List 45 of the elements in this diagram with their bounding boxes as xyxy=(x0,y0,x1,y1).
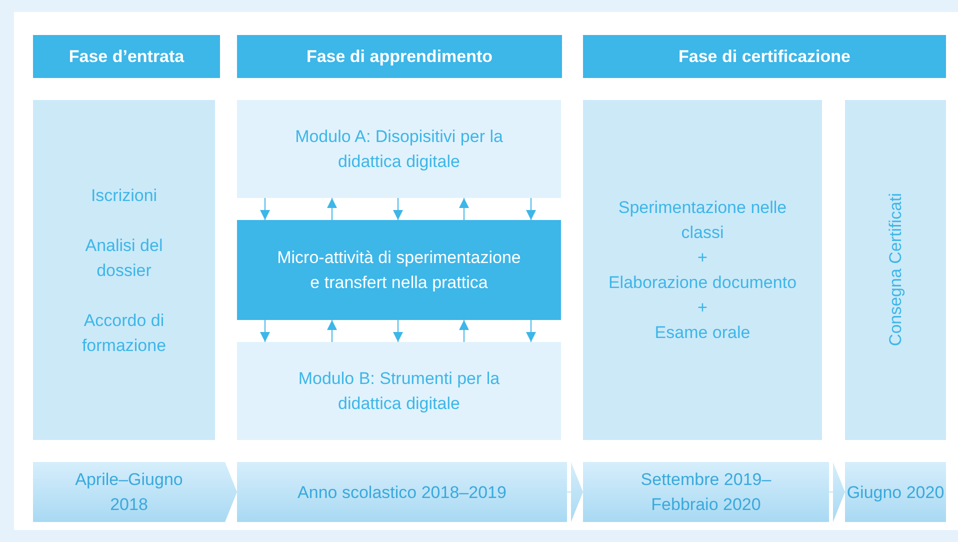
step-text: + xyxy=(698,297,708,319)
chevron-arrow xyxy=(224,462,238,522)
step-text: Accordo di formazione xyxy=(80,310,168,356)
activity-box xyxy=(237,220,561,320)
phase-header-bar xyxy=(33,35,220,78)
arrow xyxy=(327,320,337,342)
date-text: Giugno 2020 xyxy=(846,482,944,504)
phase-column-panel xyxy=(583,100,822,440)
arrow xyxy=(459,320,469,342)
module-text: Modulo A: Disopisitivi per la didattica digitale xyxy=(294,126,504,173)
arrow xyxy=(393,198,403,220)
phase-header-bar xyxy=(237,35,562,78)
step-text: Elaborazione documento xyxy=(608,272,797,294)
step-text: Iscrizioni xyxy=(90,184,158,206)
date-text: Anno scolastico 2018–2019 xyxy=(298,482,506,504)
arrow xyxy=(327,198,337,220)
phase-header-bar xyxy=(583,35,946,78)
arrow xyxy=(393,320,403,342)
step-text: Analisi del dossier xyxy=(84,234,164,282)
module-box xyxy=(237,342,561,440)
step-text: + xyxy=(698,247,708,269)
chevron-arrow xyxy=(828,462,846,522)
date-text: Settembre 2019– Febbraio 2020 xyxy=(640,469,772,516)
arrow xyxy=(459,198,469,220)
module-box xyxy=(237,100,561,198)
phase-title: Fase di apprendimento xyxy=(306,46,493,66)
phase-title: Fase di certificazione xyxy=(678,46,850,66)
arrow xyxy=(260,198,270,220)
arrow xyxy=(260,320,270,342)
date-text: Aprile–Giugno 2018 xyxy=(74,469,184,516)
step-text: Sperimentazione nelle classi xyxy=(617,197,788,244)
timeline-box xyxy=(583,462,829,522)
phase-column-panel xyxy=(33,100,215,440)
arrow xyxy=(526,198,536,220)
module-text: Modulo B: Strumenti per la didattica digitale xyxy=(297,368,501,415)
phase-title: Fase d’entrata xyxy=(68,46,184,66)
timeline-box xyxy=(845,462,946,522)
activity-text: Micro-attività di sperimentazione e transfert nella prattica xyxy=(276,247,522,294)
chevron-arrow xyxy=(566,462,584,522)
timeline-box xyxy=(33,462,225,522)
phase-column-panel xyxy=(845,100,946,440)
step-text: Consegna Certificati xyxy=(885,193,906,347)
timeline-box xyxy=(237,462,567,522)
step-text: Esame orale xyxy=(654,322,750,344)
arrow xyxy=(526,320,536,342)
